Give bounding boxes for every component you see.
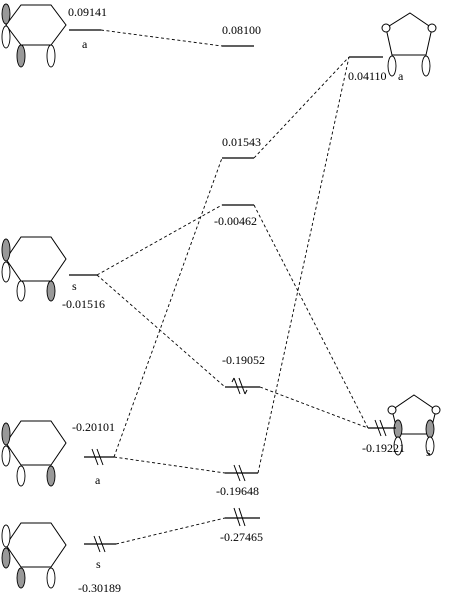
label-diox-s: -0.19221 [362, 441, 405, 455]
electron-pair-diox-s [374, 419, 387, 437]
label-benz-a-top: 0.09141 [68, 5, 107, 19]
sym-benz-s: s [72, 279, 77, 293]
molecule-lower-left [1, 420, 67, 487]
molecule-top-right [381, 12, 437, 77]
molecule-mid-left [1, 236, 67, 302]
correlation-lines [96, 29, 369, 545]
label-mid-015: 0.01543 [222, 135, 261, 149]
conn-m0046-diox-s [253, 204, 369, 429]
label-benz-a-occ: -0.20101 [72, 420, 115, 434]
electron-pair-benz-s-occ [93, 535, 106, 553]
label-mid-m1964: -0.19648 [216, 484, 259, 498]
conn-benz-a-occ-m1964 [113, 456, 226, 474]
conn-m1964-diox-a [257, 56, 350, 474]
conn-a-top-mid-top [100, 29, 223, 47]
molecule-mid-right [387, 394, 441, 456]
electron-pair-m1964 [233, 464, 246, 482]
label-diox-a: 0.04110 [348, 69, 387, 83]
electron-pair-benz-a-occ [91, 448, 104, 466]
conn-m1905-diox-s [259, 386, 369, 429]
molecule-bottom-left [1, 522, 67, 589]
conn-benz-s-m1905 [96, 274, 226, 388]
sym-benz-a-occ: a [95, 473, 101, 487]
conn-benz-a-occ-015 [113, 157, 223, 458]
electron-pair-m1905 [231, 377, 248, 395]
sym-benz-a-top: a [82, 37, 88, 51]
label-mid-m0046: -0.00462 [214, 214, 257, 228]
label-mid-top: 0.08100 [222, 23, 261, 37]
label-benz-s: -0.01516 [62, 297, 105, 311]
molecule-top-left [1, 3, 67, 68]
sym-diox-s: s [426, 445, 431, 459]
sym-diox-a: a [398, 69, 404, 83]
sym-benz-s-occ: s [96, 557, 101, 571]
conn-benz-s-occ-m2746 [115, 517, 226, 545]
label-benz-s-occ: -0.30189 [78, 581, 121, 595]
label-mid-m2746: -0.27465 [220, 530, 263, 544]
conn-benz-s-m0046 [96, 204, 223, 276]
conn-015-diox-a [253, 56, 350, 159]
electron-pair-m2746 [233, 507, 246, 527]
label-mid-m1905: -0.19052 [222, 353, 265, 367]
